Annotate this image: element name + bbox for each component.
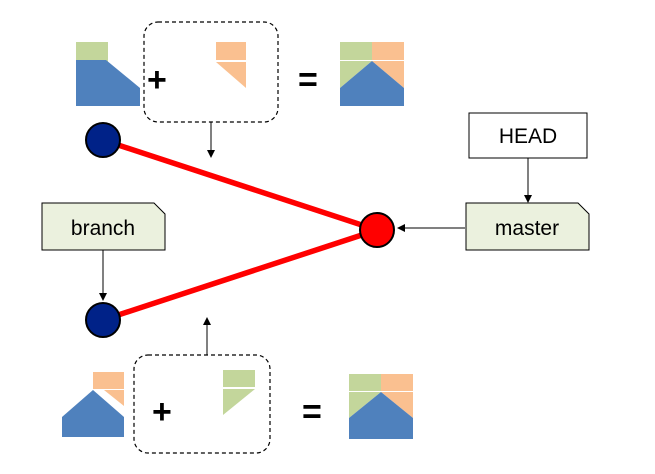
bottom-base-shape <box>62 372 124 437</box>
bottom-equation: + = <box>62 354 413 454</box>
edge-branch-commit-to-master <box>102 227 378 323</box>
bottom-change-box <box>133 354 271 454</box>
top-equation: + = <box>76 21 404 123</box>
head-label: HEAD <box>468 112 588 159</box>
top-result-shape <box>340 42 404 106</box>
top-plus-sign: + <box>147 61 167 99</box>
bottom-change-shape <box>223 370 255 415</box>
branch-label: branch <box>41 202 166 251</box>
commit-node-master <box>359 212 395 248</box>
top-change-shape <box>216 42 246 88</box>
commit-node-branch <box>85 302 121 338</box>
master-label: master <box>465 202 590 251</box>
edge-top-commit-to-master <box>102 137 378 233</box>
top-base-shape <box>76 42 140 106</box>
bottom-result-shape <box>349 374 413 439</box>
bottom-equals-sign: = <box>302 393 322 431</box>
branch-label-text: branch <box>71 217 135 240</box>
head-label-text: HEAD <box>499 125 557 148</box>
bottom-plus-sign: + <box>152 393 172 431</box>
top-equals-sign: = <box>298 61 318 99</box>
master-label-text: master <box>495 217 559 240</box>
commit-node-top <box>85 122 121 158</box>
